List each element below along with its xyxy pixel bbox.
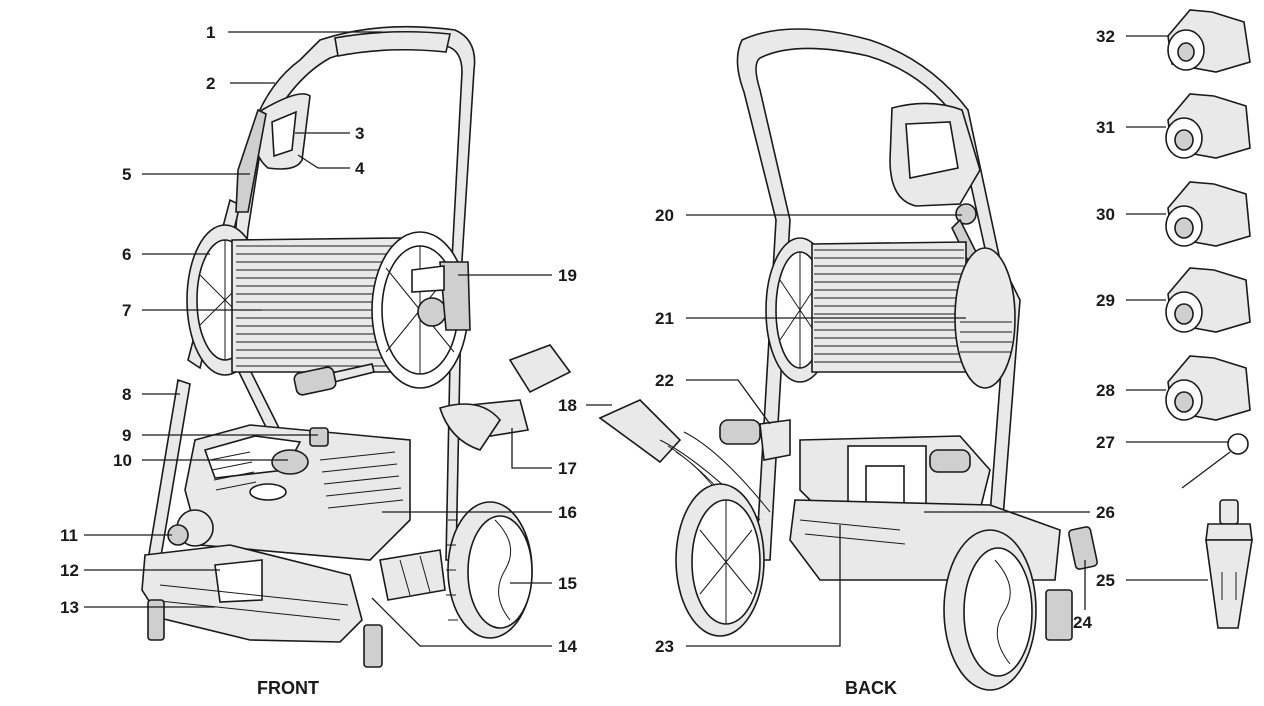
callout-19: 19 — [558, 266, 577, 285]
cleaning-pin-illustration — [1181, 433, 1249, 489]
callout-30: 30 — [1096, 205, 1115, 224]
callout-10: 10 — [113, 451, 132, 470]
callout-20: 20 — [655, 206, 674, 225]
back-view-illustration — [598, 28, 1098, 691]
turbo-nozzle-illustration — [1205, 499, 1253, 629]
nozzle-30-illustration — [1165, 181, 1251, 247]
leader-lines — [84, 31, 1228, 647]
callout-5: 5 — [122, 165, 131, 184]
front-view-caption: FRONT — [257, 678, 319, 698]
callout-31: 31 — [1096, 118, 1115, 137]
callout-7: 7 — [122, 301, 131, 320]
callout-24: 24 — [1073, 613, 1092, 632]
callout-3: 3 — [355, 124, 364, 143]
callout-28: 28 — [1096, 381, 1115, 400]
callout-8: 8 — [122, 385, 131, 404]
nozzle-31-illustration — [1165, 93, 1251, 159]
callout-2: 2 — [206, 74, 215, 93]
callout-26: 26 — [1096, 503, 1115, 522]
callout-18: 18 — [558, 396, 577, 415]
callout-22: 22 — [655, 371, 674, 390]
callout-6: 6 — [122, 245, 131, 264]
callout-32: 32 — [1096, 27, 1115, 46]
callout-16: 16 — [558, 503, 577, 522]
nozzle-28-illustration — [1165, 355, 1251, 421]
front-view-illustration — [141, 25, 572, 668]
callout-13: 13 — [60, 598, 79, 617]
callout-14: 14 — [558, 637, 577, 656]
front-hose-coils — [236, 245, 398, 367]
callout-21: 21 — [655, 309, 674, 328]
callout-23: 23 — [655, 637, 674, 656]
callout-11: 11 — [60, 526, 78, 545]
callout-4: 4 — [355, 159, 365, 178]
callout-1: 1 — [206, 23, 215, 42]
back-view-caption: BACK — [845, 678, 897, 698]
callout-17: 17 — [558, 459, 577, 478]
callout-29: 29 — [1096, 291, 1115, 310]
callout-labels: 1 2 3 4 5 6 7 8 9 10 11 12 13 14 15 16 1… — [60, 23, 1115, 656]
nozzle-29-illustration — [1165, 267, 1251, 333]
callout-25: 25 — [1096, 571, 1115, 590]
callout-9: 9 — [122, 426, 131, 445]
callout-12: 12 — [60, 561, 79, 580]
callout-27: 27 — [1096, 433, 1115, 452]
callout-15: 15 — [558, 574, 577, 593]
back-hose-coils — [814, 249, 964, 363]
nozzle-32-illustration — [1167, 9, 1251, 73]
